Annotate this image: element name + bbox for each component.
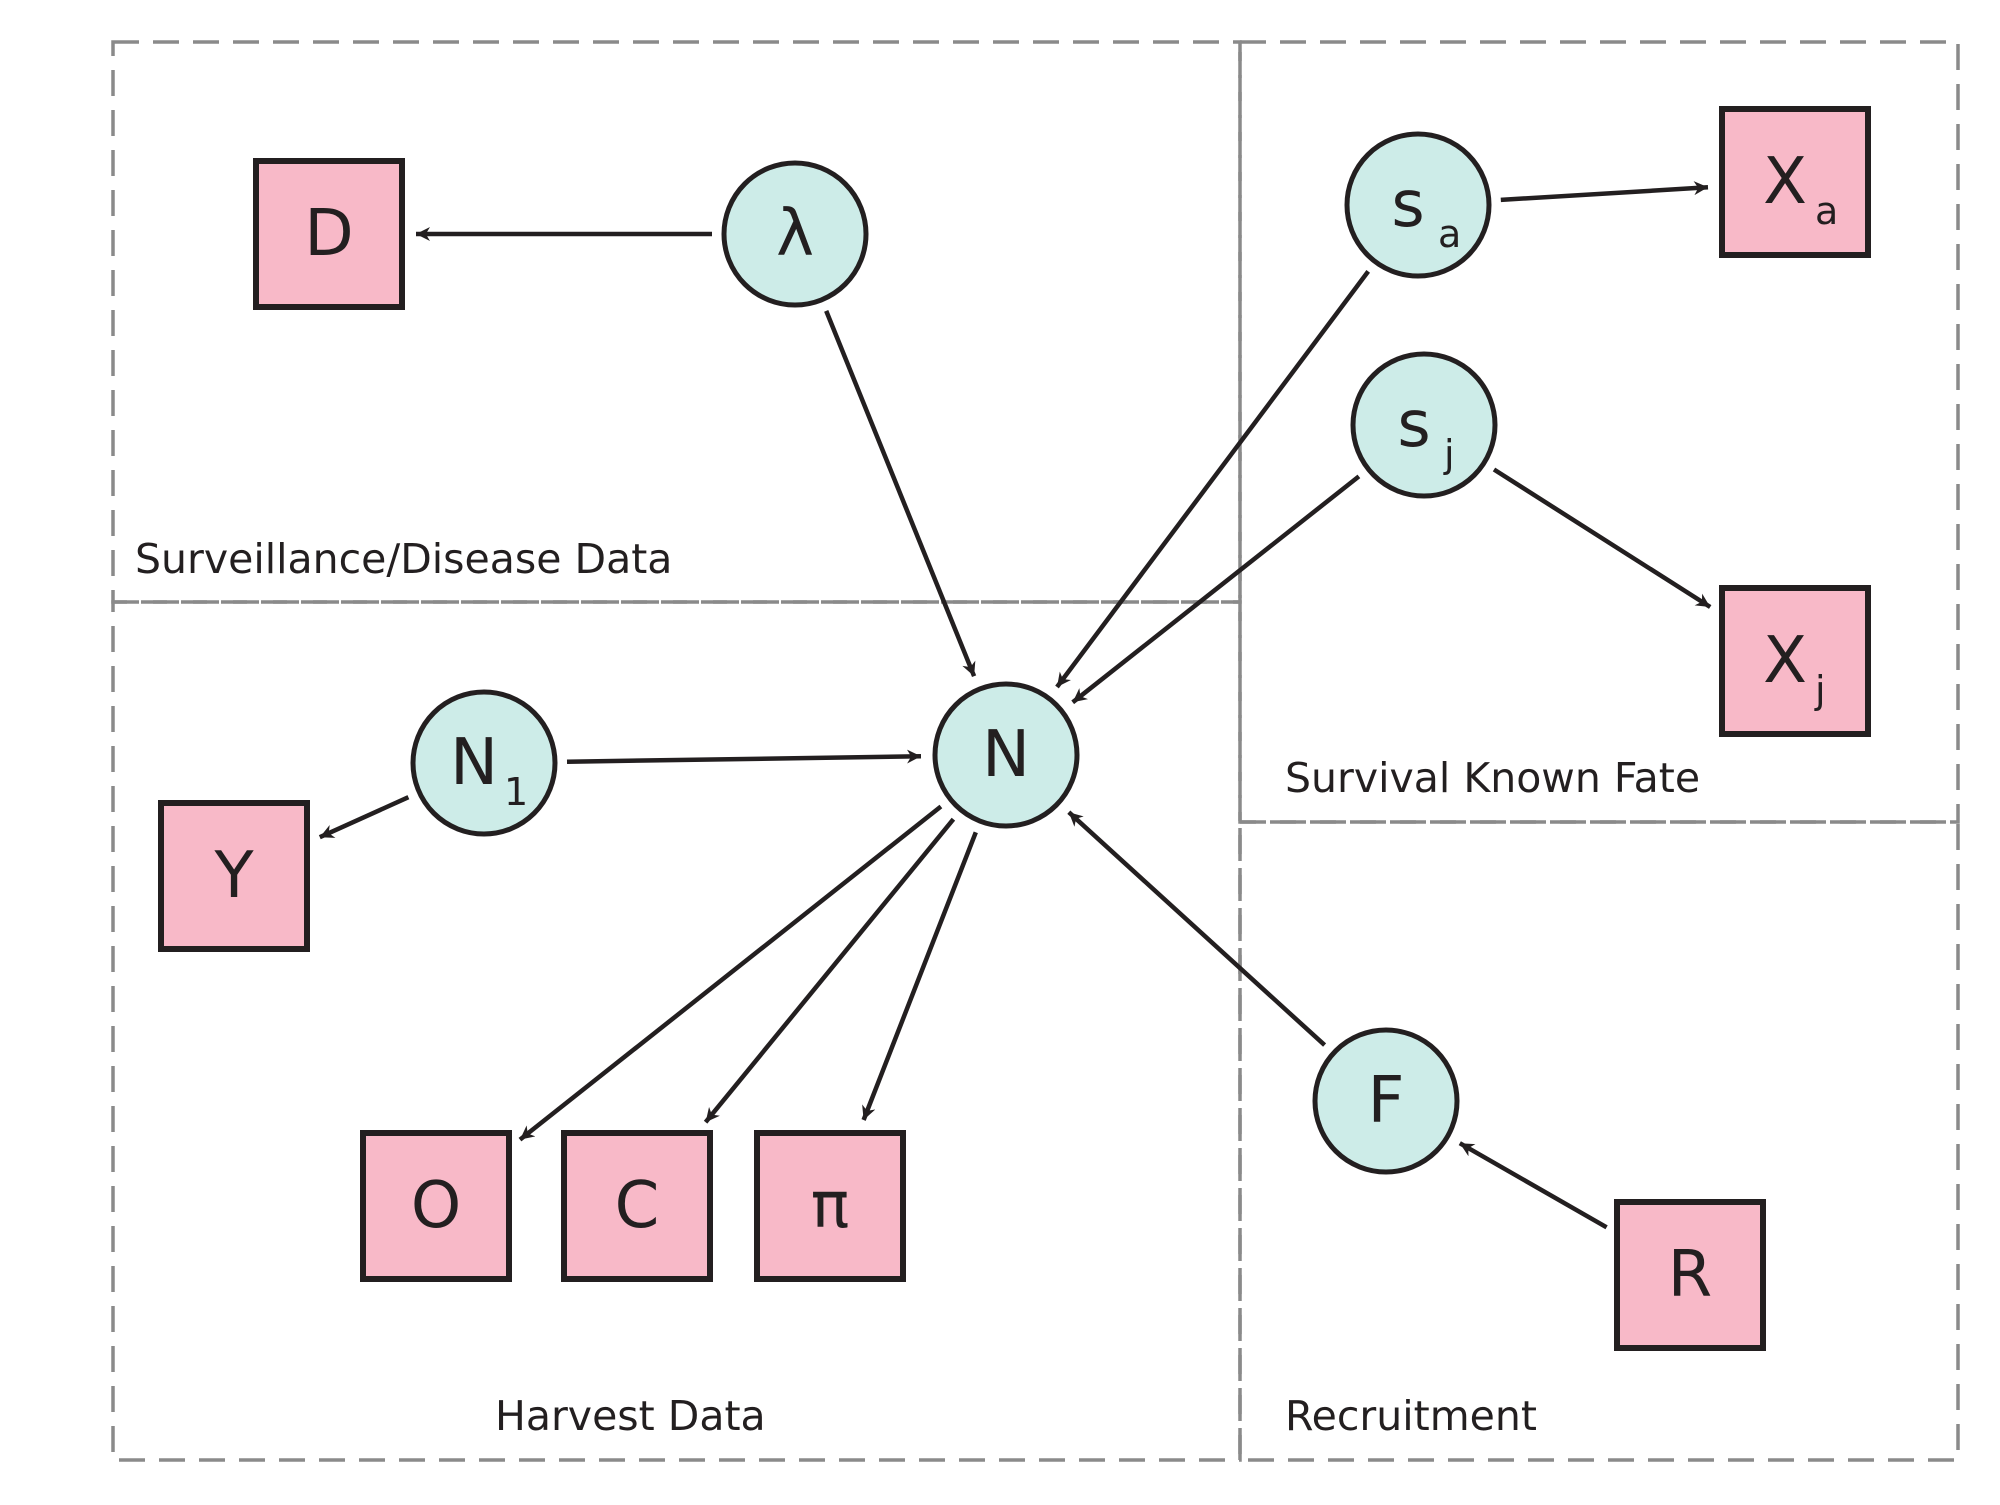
node-label-Pi: π <box>811 1169 850 1243</box>
node-circle-lambda <box>721 160 869 308</box>
node-circle-N <box>932 681 1080 829</box>
edge-N-to-Pi <box>861 831 978 1121</box>
region-surveillance: Surveillance/Disease Data <box>111 40 1242 604</box>
region-harvest: Harvest Data <box>111 600 1242 1462</box>
region-recruitment-label: Recruitment <box>1285 1392 1537 1440</box>
region-surveillance-border <box>111 40 1242 604</box>
region-survival-border <box>1238 40 1960 824</box>
node-subscript-s_j: j <box>1443 432 1455 476</box>
node-box-X_a <box>1719 106 1871 258</box>
node-box-Pi <box>754 1130 906 1282</box>
edge-R-to-F <box>1458 1141 1608 1230</box>
edge-s_j-to-X_j <box>1492 467 1712 609</box>
data-node-Y: Y <box>158 800 310 952</box>
edges-layer <box>318 181 1712 1230</box>
node-box-Y <box>158 800 310 952</box>
node-circle-s_a <box>1344 131 1492 279</box>
edge-lambda-to-N <box>824 310 977 678</box>
node-box-R <box>1614 1199 1766 1351</box>
node-subscript-X_a: a <box>1815 189 1838 233</box>
node-label-s_j: s <box>1397 388 1430 462</box>
parameter-node-N: N <box>932 681 1080 829</box>
node-box-O <box>360 1130 512 1282</box>
region-surveillance-label: Surveillance/Disease Data <box>135 535 672 583</box>
node-label-Y: Y <box>213 839 254 913</box>
node-box-X_j <box>1719 585 1871 737</box>
node-label-N1: N <box>450 726 498 800</box>
edge-N-to-C <box>703 817 956 1124</box>
edge-s_j-to-N <box>1071 474 1361 705</box>
edge-F-to-N <box>1067 810 1327 1047</box>
node-circle-s_j <box>1350 351 1498 499</box>
node-subscript-X_j: j <box>1814 668 1826 712</box>
edge-N1-to-N <box>566 749 922 764</box>
data-node-Pi: π <box>754 1130 906 1282</box>
node-label-R: R <box>1668 1238 1712 1312</box>
node-label-D: D <box>304 197 353 271</box>
node-label-lambda: λ <box>776 197 814 271</box>
data-node-R: R <box>1614 1199 1766 1351</box>
region-harvest-border <box>111 600 1242 1462</box>
node-box-C <box>561 1130 713 1282</box>
node-label-N: N <box>982 718 1030 792</box>
node-box-D <box>253 158 405 310</box>
region-survival-label: Survival Known Fate <box>1285 754 1700 802</box>
node-circle-F <box>1312 1027 1460 1175</box>
parameter-node-F: F <box>1312 1027 1460 1175</box>
node-subscript-s_a: a <box>1438 212 1461 256</box>
region-recruitment: Recruitment <box>1238 820 1960 1462</box>
edge-s_a-to-N <box>1055 270 1371 689</box>
region-survival: Survival Known Fate <box>1238 40 1960 824</box>
node-label-X_j: X <box>1763 624 1807 698</box>
node-circle-N1 <box>410 689 558 837</box>
edge-N-to-O <box>518 804 943 1142</box>
data-node-O: O <box>360 1130 512 1282</box>
node-label-O: O <box>411 1169 461 1243</box>
node-label-s_a: s <box>1391 168 1424 242</box>
node-subscript-N1: 1 <box>504 770 528 814</box>
region-harvest-label: Harvest Data <box>495 1392 766 1440</box>
node-label-X_a: X <box>1763 145 1807 219</box>
node-label-F: F <box>1368 1064 1405 1138</box>
data-node-D: D <box>253 158 405 310</box>
edge-s_a-to-X_a <box>1500 181 1709 203</box>
parameter-node-lambda: λ <box>721 160 869 308</box>
node-label-C: C <box>615 1169 660 1243</box>
data-node-C: C <box>561 1130 713 1282</box>
edge-N1-to-Y <box>318 795 410 840</box>
